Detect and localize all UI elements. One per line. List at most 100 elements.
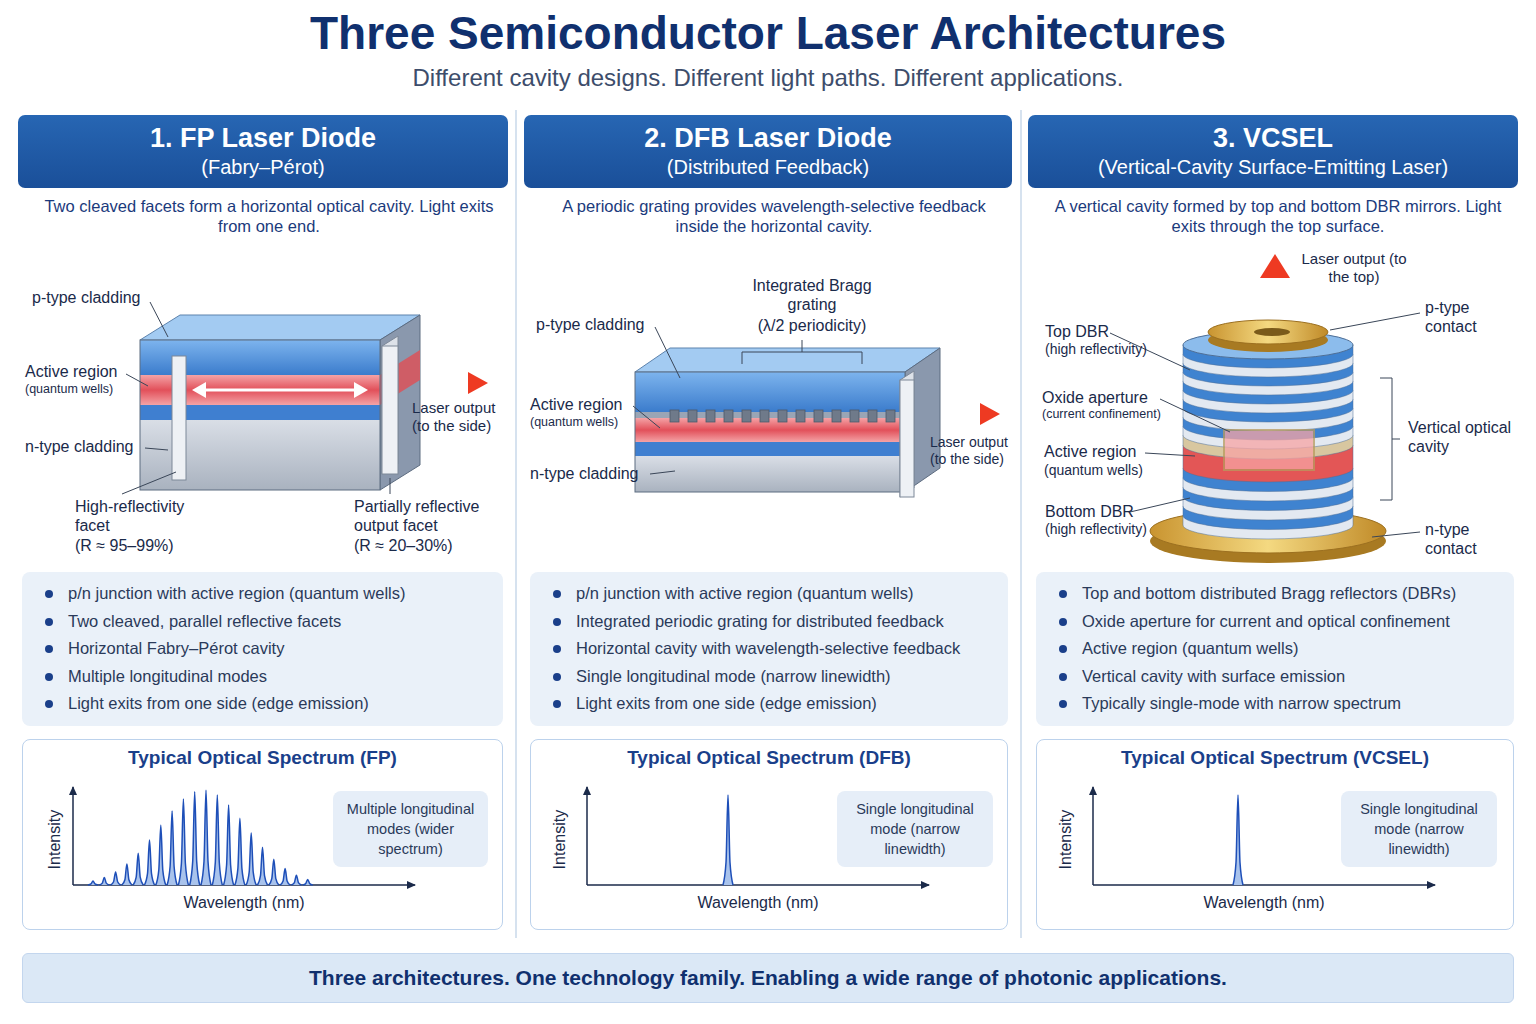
feature-text: Top and bottom distributed Bragg reflect…	[1082, 580, 1504, 608]
part-label: p-type cladding	[32, 288, 182, 307]
grating-tooth	[886, 410, 895, 422]
bullet-row: Vertical cavity with surface emission	[1052, 663, 1504, 691]
spectral-peak	[167, 811, 177, 885]
subtitle: Different cavity designs. Different ligh…	[0, 64, 1536, 93]
spectral-peak	[190, 792, 200, 885]
axis-label: Wavelength (nm)	[73, 893, 415, 912]
bullet-row: Light exits from one side (edge emission…	[38, 690, 493, 718]
bullet-dot	[553, 590, 561, 598]
feature-text: p/n junction with active region (quantum…	[576, 580, 998, 608]
bullet-row: Typically single-mode with narrow spectr…	[1052, 690, 1504, 718]
part-label: p-type contact	[1425, 298, 1505, 336]
feature-text: Integrated periodic grating for distribu…	[576, 608, 998, 636]
header-band: 2. DFB Laser Diode(Distributed Feedback)	[524, 115, 1012, 188]
bullet-row: Horizontal cavity with wavelength-select…	[546, 635, 998, 663]
description: A vertical cavity formed by top and bott…	[1043, 197, 1513, 237]
spectral-peak	[246, 833, 256, 885]
bullet-row: Integrated periodic grating for distribu…	[546, 608, 998, 636]
spectral-peak	[111, 872, 121, 885]
feature-list-panel: p/n junction with active region (quantum…	[530, 572, 1008, 726]
part-label: Active region	[530, 395, 640, 414]
part-label: Oxide aperture	[1042, 388, 1212, 407]
part-note: (quantum wells)	[25, 382, 145, 397]
grating-tooth	[814, 410, 823, 422]
bullet-dot	[553, 700, 561, 708]
spectral-peak	[269, 859, 279, 885]
bullet-dot	[1059, 618, 1067, 626]
leader-line	[1110, 313, 1420, 537]
bullet-row: p/n junction with active region (quantum…	[38, 580, 493, 608]
feature-text: Active region (quantum wells)	[1082, 635, 1504, 663]
bullet-row: Light exits from one side (edge emission…	[546, 690, 998, 718]
part-value: (R ≈ 20–30%)	[354, 536, 504, 555]
feature-text: Single longitudinal mode (narrow linewid…	[576, 663, 998, 691]
bullet-dot	[1059, 700, 1067, 708]
y-axis	[1092, 787, 1094, 885]
title: Three Semiconductor Laser Architectures	[0, 6, 1536, 61]
bullet-row: Single longitudinal mode (narrow linewid…	[546, 663, 998, 691]
spectral-peak	[212, 795, 222, 885]
bullet-row: p/n junction with active region (quantum…	[546, 580, 998, 608]
grating-tooth	[724, 410, 733, 422]
header-title: 3. VCSEL	[1036, 122, 1510, 155]
output-label: Laser output (to the top)	[1296, 250, 1412, 286]
bullet-dot	[1059, 673, 1067, 681]
bullet-dot	[553, 673, 561, 681]
spectral-peak	[178, 799, 188, 885]
axis-label: Intensity	[550, 790, 569, 890]
part-label: Active region	[1044, 442, 1194, 461]
oxide-aperture	[1224, 430, 1314, 470]
part-label: n-type cladding	[25, 437, 155, 456]
bracket	[742, 340, 862, 364]
spectral-peak	[258, 847, 268, 885]
feature-text: Two cleaved, parallel reflective facets	[68, 608, 493, 636]
bullet-row: Horizontal Fabry–Pérot cavity	[38, 635, 493, 663]
part-label: Vertical optical cavity	[1408, 418, 1520, 456]
part-note: (quantum wells)	[530, 415, 650, 430]
grating-tooth	[670, 410, 679, 422]
feature-text: Vertical cavity with surface emission	[1082, 663, 1504, 691]
note-text: Single longitudinal mode (narrow linewid…	[1351, 799, 1487, 859]
grating-tooth	[868, 410, 877, 422]
part-note: (current confinement)	[1042, 407, 1212, 422]
note-box: Multiple longitudinal modes (wider spect…	[333, 791, 488, 867]
grating-tooth	[832, 410, 841, 422]
bullet-dot	[553, 618, 561, 626]
spectral-peak	[303, 880, 313, 885]
axis-label: Intensity	[45, 790, 64, 890]
note-box: Single longitudinal mode (narrow linewid…	[837, 791, 993, 867]
y-axis	[72, 787, 74, 885]
part-label: Top DBR	[1045, 322, 1195, 341]
dfb-laser-chip	[635, 348, 1000, 497]
spectral-peak	[122, 864, 132, 885]
spectral-peak	[723, 795, 733, 885]
leader-line	[633, 327, 862, 474]
bullet-dot	[45, 618, 53, 626]
bullet-row: Two cleaved, parallel reflective facets	[38, 608, 493, 636]
bullet-dot	[45, 700, 53, 708]
feature-text: Oxide aperture for current and optical c…	[1082, 608, 1504, 636]
feature-text: Light exits from one side (edge emission…	[576, 690, 998, 718]
description: Two cleaved facets form a horizontal opt…	[34, 197, 504, 237]
grating-tooth	[742, 410, 751, 422]
grating-tooth	[778, 410, 787, 422]
vcsel-structure	[1150, 254, 1386, 563]
bullet-row: Oxide aperture for current and optical c…	[1052, 608, 1504, 636]
grating-tooth	[850, 410, 859, 422]
spectral-peak	[280, 869, 290, 885]
feature-list-panel: Top and bottom distributed Bragg reflect…	[1036, 572, 1514, 726]
header-band: 1. FP Laser Diode(Fabry–Pérot)	[18, 115, 508, 188]
feature-list-panel: p/n junction with active region (quantum…	[22, 572, 503, 726]
footer-band: Three architectures. One technology fami…	[22, 953, 1514, 1003]
spectral-peak	[99, 877, 109, 885]
spectral-peak	[145, 840, 155, 885]
header-subtitle: (Distributed Feedback)	[532, 155, 1004, 180]
part-label: High-reflectivity facet	[75, 497, 205, 535]
axis-label: Intensity	[1056, 790, 1075, 890]
header-subtitle: (Vertical-Cavity Surface-Emitting Laser)	[1036, 155, 1510, 180]
header-title: 1. FP Laser Diode	[26, 122, 500, 155]
part-note: (λ/2 periodicity)	[732, 316, 892, 335]
spectral-peak	[201, 790, 211, 885]
part-label: p-type cladding	[536, 315, 666, 334]
note-text: Multiple longitudinal modes (wider spect…	[343, 799, 478, 859]
